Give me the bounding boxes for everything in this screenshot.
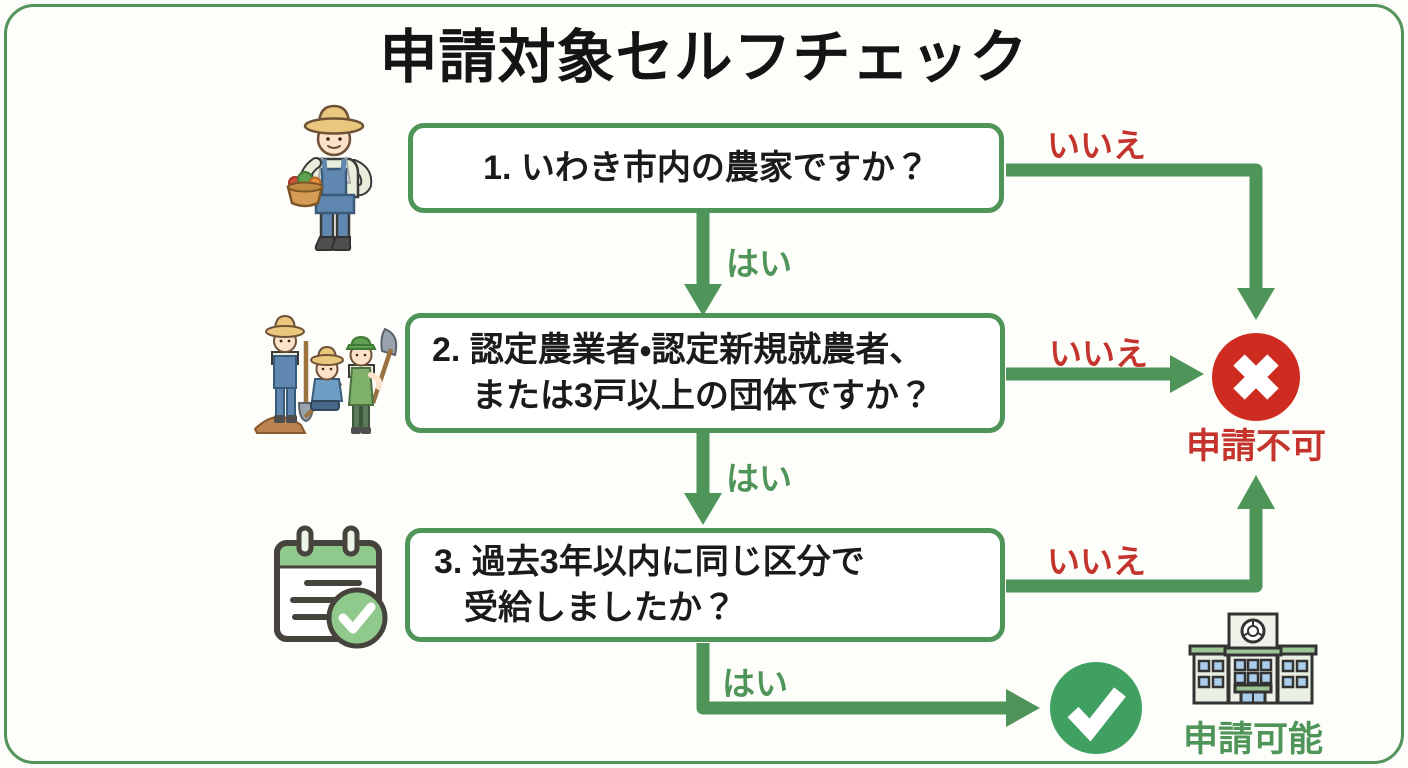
cross-circle-icon [1212,333,1300,421]
question-box-3: 3. 過去3年以内に同じ区分で 受給しましたか？ [405,528,1005,642]
question-box-1: 1. いわき市内の農家ですか？ [408,123,1004,213]
arrowhead-q2-no [1170,355,1204,393]
city-hall-icon [1188,612,1318,705]
arrowhead-q3-yes [1006,689,1040,727]
arrow-q1-no-line [1006,163,1263,292]
approved-label: 申請可能 [1182,720,1323,759]
arrowhead-q2-yes [684,493,722,525]
question-3-text-line2: 受給しましたか？ [464,589,736,627]
question-2-text-line1: 2. 認定農業者・認定新規就農者、 [432,331,924,369]
edge-label-no-1: いいえ [1047,127,1146,164]
calendar-check-icon [274,525,388,649]
question-1-text: 1. いわき市内の農家ですか？ [483,149,929,187]
edge-label-no-3: いいえ [1047,543,1146,580]
arrowhead-q1-yes [684,284,722,316]
question-2-text-line2: または3戸以上の団体ですか？ [472,377,933,415]
question-box-2: 2. 認定農業者・認定新規就農者、 または3戸以上の団体ですか？ [405,313,1005,433]
edge-label-no-2: いいえ [1049,335,1148,372]
question-3-text-line1: 3. 過去3年以内に同じ区分で [434,543,865,581]
rejected-label: 申請不可 [1185,427,1326,466]
edge-label-yes-1: はい [726,245,792,282]
arrowhead-q1-no [1237,288,1275,320]
page-title: 申請対象セルフチェック [379,25,1029,90]
farmer-icon [286,104,373,251]
farmers-group-icon [253,314,398,434]
check-circle-icon [1050,662,1142,754]
arrowhead-q3-no [1237,475,1275,509]
edge-label-yes-3: はい [722,665,788,702]
edge-label-yes-2: はい [726,460,792,497]
